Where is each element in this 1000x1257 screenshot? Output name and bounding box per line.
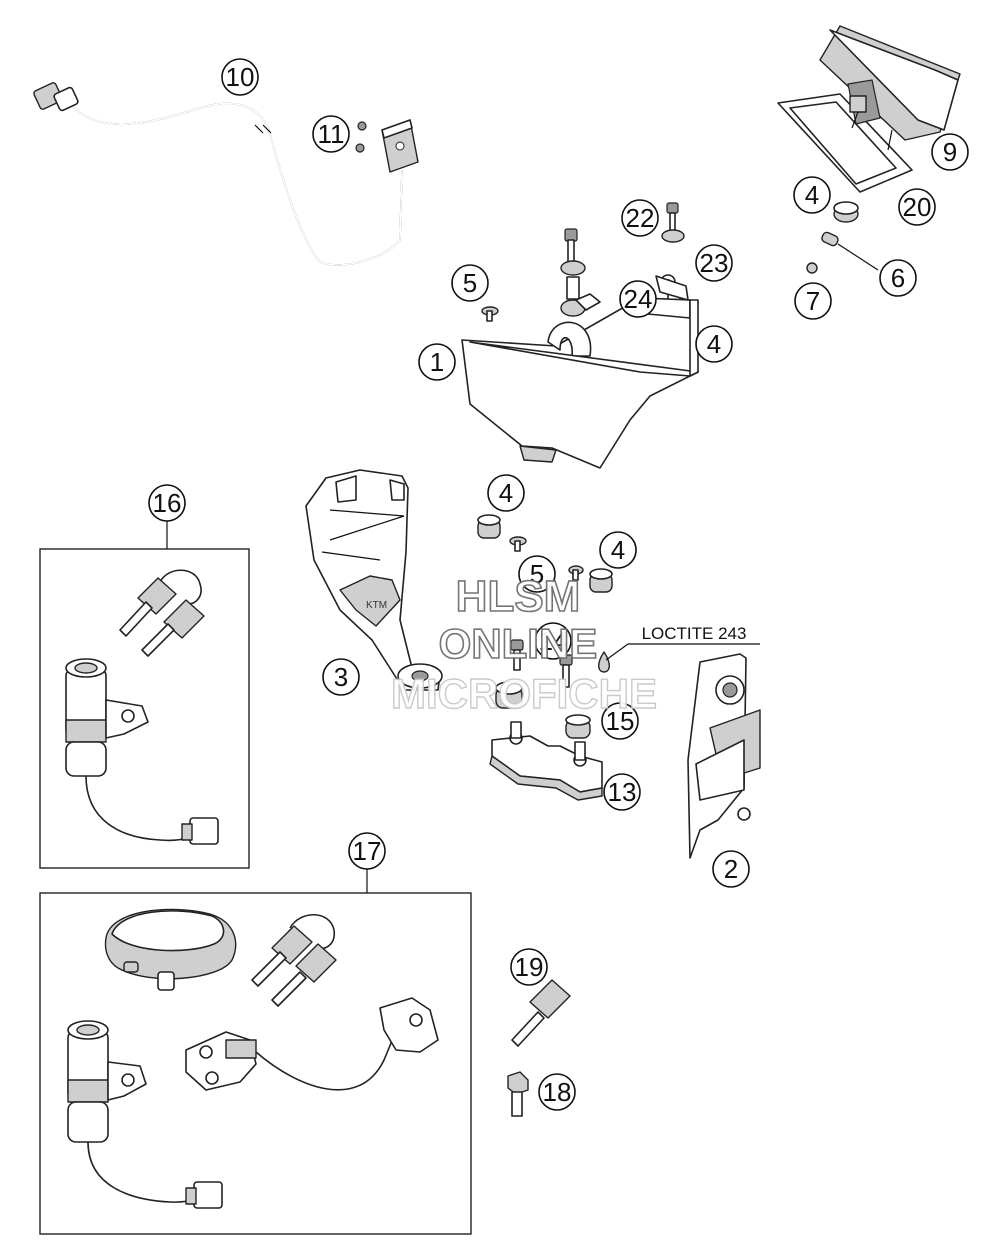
- callout-19: 19: [510, 948, 548, 986]
- watermark: HLSM ONLINE MICROFICHE: [390, 571, 657, 718]
- seat-lock: [185, 997, 439, 1091]
- bulb-socket-7: [806, 262, 818, 274]
- svg-text:2: 2: [724, 854, 738, 884]
- callout-9: 9: [931, 133, 969, 171]
- side-cover-2: [687, 653, 761, 859]
- callout-11: 11: [312, 115, 350, 153]
- sensor-block: [381, 119, 419, 173]
- callout-17: 17: [348, 832, 386, 870]
- svg-text:3: 3: [334, 662, 348, 692]
- keys-16: [119, 569, 205, 657]
- svg-text:14: 14: [539, 626, 568, 656]
- grommet-15-left: [495, 681, 523, 709]
- svg-text:6: 6: [891, 263, 905, 293]
- harness-connector: [33, 82, 79, 112]
- washer-23: [661, 229, 685, 243]
- svg-text:4: 4: [805, 180, 819, 210]
- kit-box-16: [39, 548, 250, 869]
- callout-13: 13: [603, 773, 641, 811]
- headlight-mask-1: [461, 274, 699, 469]
- screw-4-upper: [481, 306, 499, 322]
- inner-panel-3: KTM: [305, 469, 443, 691]
- grommet-5-upper: [833, 201, 859, 223]
- svg-text:4: 4: [707, 329, 721, 359]
- svg-text:9: 9: [943, 137, 957, 167]
- svg-text:16: 16: [153, 488, 182, 518]
- svg-text:4: 4: [499, 478, 513, 508]
- callout-23: 23: [695, 244, 733, 282]
- callout-15: 15: [601, 702, 639, 740]
- svg-text:1: 1: [430, 347, 444, 377]
- svg-text:19: 19: [515, 952, 544, 982]
- svg-text:5: 5: [463, 268, 477, 298]
- callout-3: 3: [322, 658, 360, 696]
- callout-18: 18: [538, 1073, 576, 1111]
- svg-text:24: 24: [624, 284, 653, 314]
- key-19: [511, 979, 571, 1047]
- screws-11: [355, 121, 367, 153]
- callout-16: 16: [148, 484, 186, 522]
- ignition-lock-16: [65, 569, 219, 845]
- callout-14: 14: [534, 622, 572, 660]
- callout-4-top: 5: [451, 264, 489, 302]
- grommet-5-center: [477, 514, 501, 539]
- callout-5-mid: 4: [695, 325, 733, 363]
- screw-14: [510, 639, 573, 688]
- svg-text:17: 17: [353, 836, 382, 866]
- screw-small: [568, 565, 584, 581]
- callout-20: 20: [898, 188, 936, 226]
- keys-17: [251, 914, 337, 1007]
- callout-7: 7: [794, 282, 832, 320]
- callout-22: 22: [621, 199, 659, 237]
- callout-4-center: 5: [518, 555, 556, 593]
- callout-10: 10: [221, 58, 259, 96]
- screw-4-center: [509, 536, 527, 552]
- tank-cap: [104, 908, 237, 991]
- bolt-18: [507, 1071, 529, 1117]
- svg-text:11: 11: [318, 119, 345, 149]
- grommet-5-center-right: [589, 568, 613, 593]
- svg-text:7: 7: [806, 286, 820, 316]
- svg-text:5: 5: [530, 559, 544, 589]
- loctite-label: LOCTITE 243: [642, 624, 747, 643]
- callout-6: 6: [879, 259, 917, 297]
- svg-text:KTM: KTM: [366, 600, 387, 611]
- kit-box-17: [39, 892, 472, 1235]
- speedometer-9: [777, 25, 961, 193]
- watermark-line2: ONLINE: [439, 620, 598, 667]
- svg-text:13: 13: [608, 777, 637, 807]
- bulb-6: [821, 231, 879, 271]
- svg-text:4: 4: [611, 535, 625, 565]
- callout-24: 24: [619, 280, 657, 318]
- callout-1: 1: [418, 343, 456, 381]
- loctite-drop: [598, 643, 760, 673]
- wiring-harness-10: [33, 82, 419, 266]
- grommet-15-right: [565, 714, 591, 739]
- ignition-lock-17: [67, 908, 439, 1209]
- svg-text:15: 15: [606, 706, 635, 736]
- watermark-line1: HLSM: [456, 572, 581, 621]
- callout-2: 2: [712, 850, 750, 888]
- svg-text:10: 10: [226, 62, 255, 92]
- svg-text:23: 23: [700, 248, 729, 278]
- svg-text:22: 22: [626, 203, 655, 233]
- callout-5-center: 4: [487, 474, 525, 512]
- svg-text:20: 20: [903, 192, 932, 222]
- callout-5-top: 4: [793, 176, 831, 214]
- bracket-13: [489, 721, 603, 801]
- watermark-line3: MICROFICHE: [391, 670, 657, 717]
- callout-5-right: 4: [599, 531, 637, 569]
- svg-text:18: 18: [543, 1077, 572, 1107]
